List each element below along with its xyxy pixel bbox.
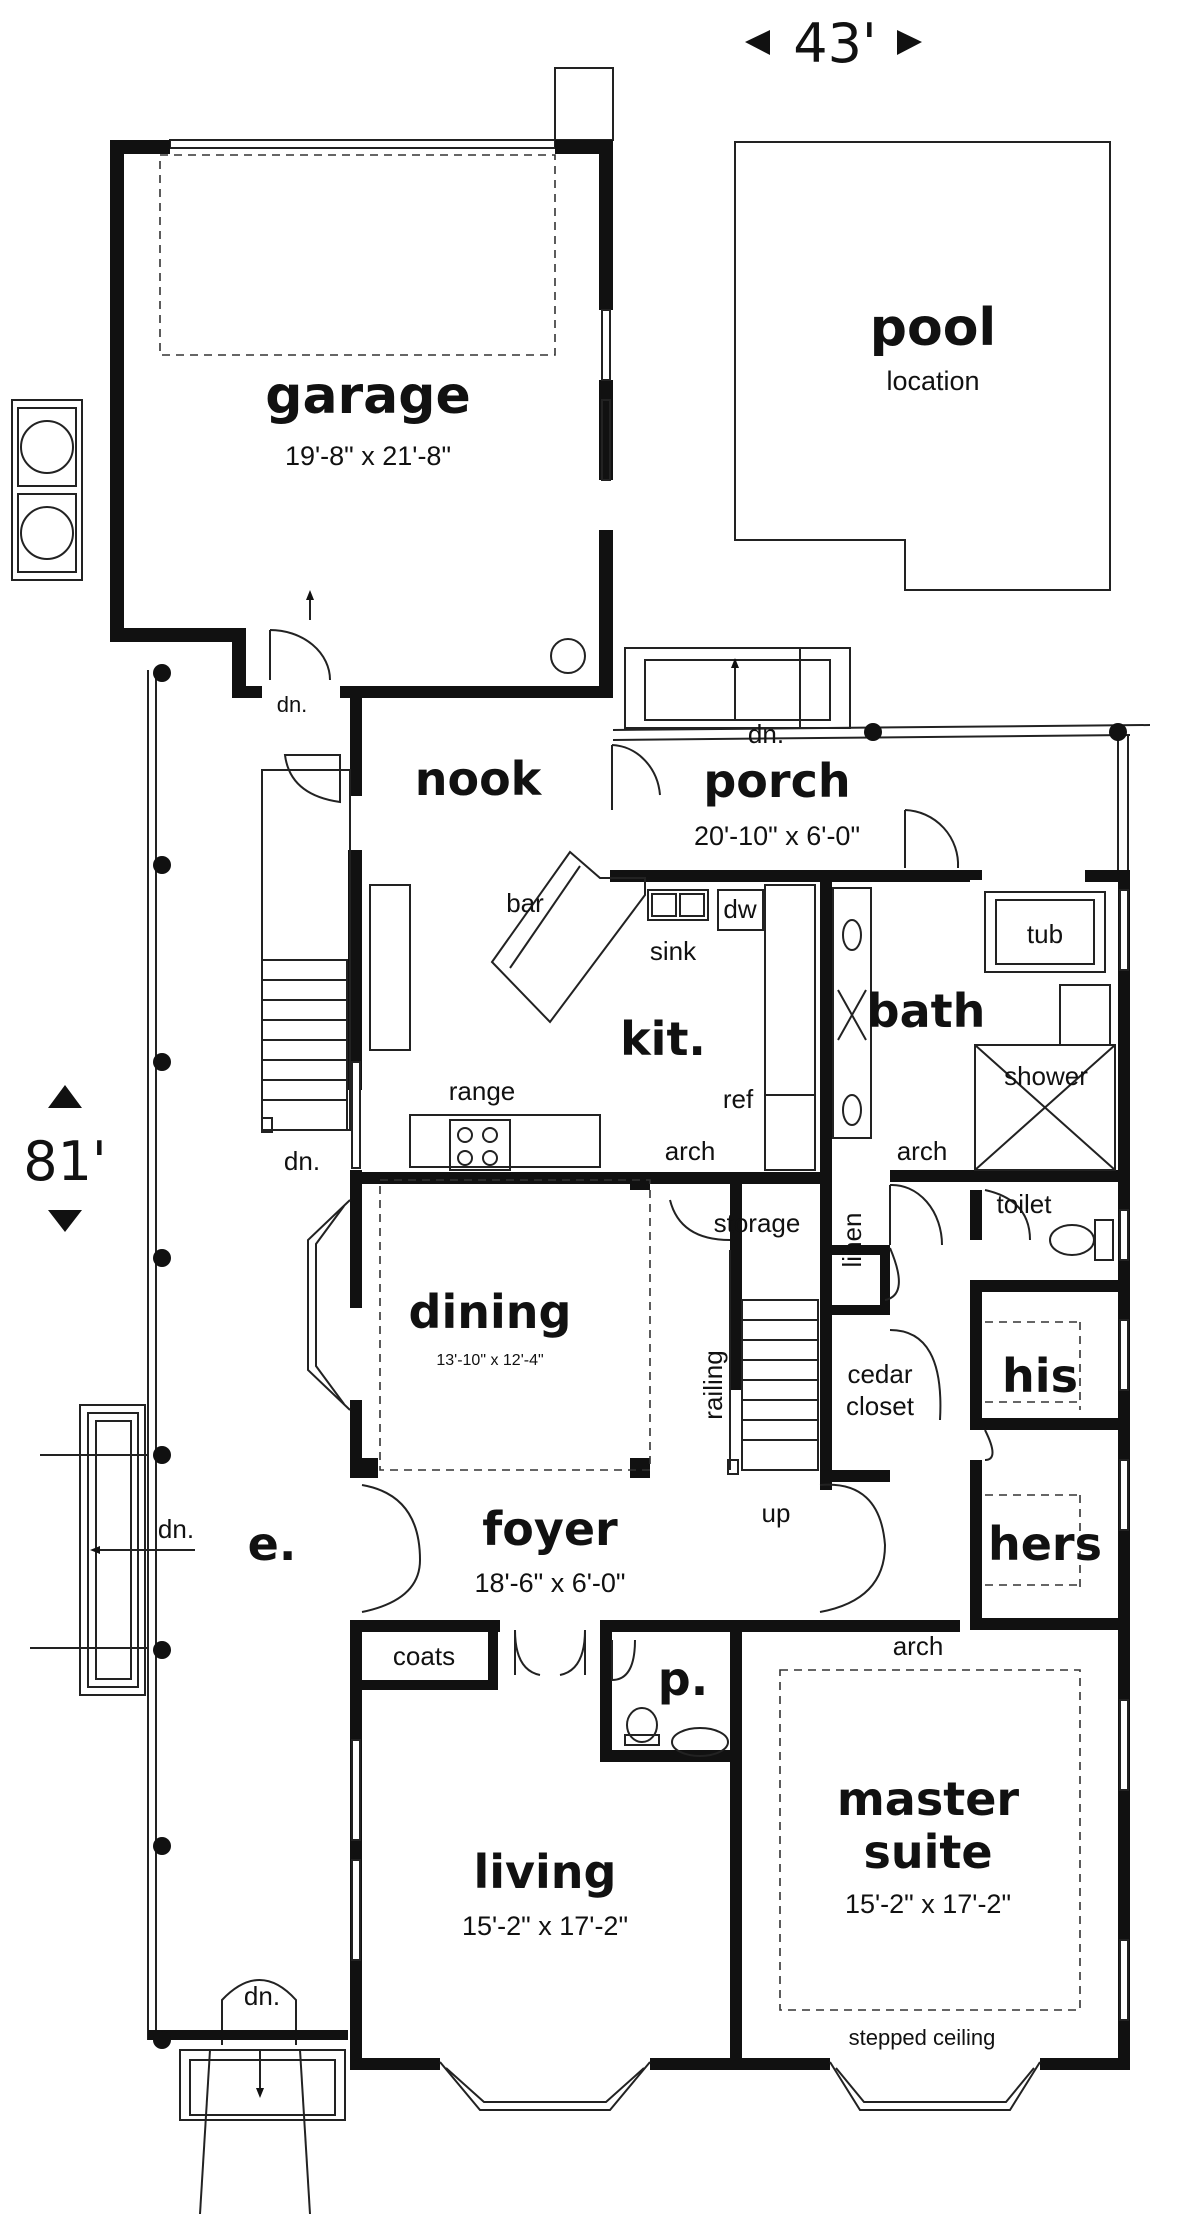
master-label-line1: master: [837, 1772, 1020, 1826]
cedar-closet-line1: cedar: [847, 1359, 912, 1389]
down-label-kitchen-stair: dn.: [284, 1146, 320, 1176]
porch-label: porch: [703, 754, 850, 808]
tub-label: tub: [1027, 919, 1063, 949]
master-label-line2: suite: [863, 1825, 992, 1879]
pool-sub: location: [886, 366, 979, 396]
storage-label: storage: [714, 1208, 801, 1238]
cedar-closet-line2: closet: [846, 1391, 915, 1421]
arch-label-kitchen: arch: [665, 1136, 716, 1166]
powder-fixtures: [611, 1639, 729, 1757]
range-label: range: [449, 1076, 516, 1106]
windows: [351, 889, 1129, 2021]
porch-posts: [153, 664, 1127, 2049]
sink-label: sink: [650, 936, 697, 966]
pool-label: pool: [870, 298, 997, 358]
foyer-label: foyer: [482, 1502, 618, 1556]
right-arrow-icon: [897, 30, 922, 55]
garage-size: 19'-8" x 21'-8": [285, 441, 451, 471]
shower-label: shower: [1004, 1061, 1088, 1091]
bath-label: bath: [867, 984, 986, 1038]
living-size: 15'-2" x 17'-2": [462, 1911, 628, 1941]
side-veranda: [30, 670, 348, 2214]
bar-label: bar: [506, 888, 544, 918]
overall-width: 43': [793, 12, 877, 75]
overall-depth: 81': [23, 1130, 107, 1193]
nook-label: nook: [415, 752, 543, 806]
linen-label: linen: [837, 1213, 867, 1268]
garage-area: [110, 67, 614, 698]
dw-label: dw: [723, 894, 756, 924]
living-label: living: [474, 1845, 617, 1899]
front-bay-windows: [439, 1669, 1081, 2111]
powder-label: p.: [658, 1652, 708, 1706]
width-dimension: 43': [745, 12, 922, 75]
washer-dryer: [11, 399, 83, 581]
pool-area: [734, 141, 1111, 591]
back-porch: [612, 647, 1151, 870]
closets: [669, 1199, 1081, 1590]
foyer-size: 18'-6" x 6'-0": [474, 1568, 625, 1598]
railing-label: railing: [698, 1350, 728, 1419]
down-arrow-icon: [48, 1210, 82, 1232]
dining-bay-window: [307, 1179, 651, 1471]
down-label-garage: dn.: [277, 692, 308, 717]
down-label-porch: dn.: [748, 719, 784, 749]
toilet-label: toilet: [997, 1189, 1053, 1219]
entry-label: e.: [248, 1517, 297, 1571]
dining-size: 13'-10" x 12'-4": [436, 1352, 543, 1369]
stairs-up-label: up: [762, 1498, 791, 1528]
master-size: 15'-2" x 17'-2": [845, 1889, 1011, 1919]
stairs-up: [727, 1250, 819, 1475]
garage-label: garage: [265, 366, 471, 426]
left-arrow-icon: [745, 30, 770, 55]
stepped-ceiling-note: stepped ceiling: [849, 2025, 996, 2050]
ref-label: ref: [723, 1084, 754, 1114]
foyer-doors: [361, 1483, 887, 1676]
kitchen-fixtures: [261, 744, 960, 1171]
dining-label: dining: [409, 1285, 572, 1339]
up-arrow-icon: [48, 1085, 82, 1108]
porch-size: 20'-10" x 6'-0": [694, 821, 860, 851]
down-label-side: dn.: [158, 1514, 194, 1544]
depth-dimension: 81': [23, 1085, 107, 1232]
his-label: his: [1002, 1349, 1078, 1403]
down-label-front: dn.: [244, 1981, 280, 2011]
bath-fixtures: [832, 887, 1116, 1261]
coats-label: coats: [393, 1641, 455, 1671]
kitchen-label: kit.: [620, 1012, 706, 1066]
hers-label: hers: [988, 1517, 1102, 1571]
arch-label-bath: arch: [897, 1136, 948, 1166]
arch-label-master: arch: [893, 1631, 944, 1661]
